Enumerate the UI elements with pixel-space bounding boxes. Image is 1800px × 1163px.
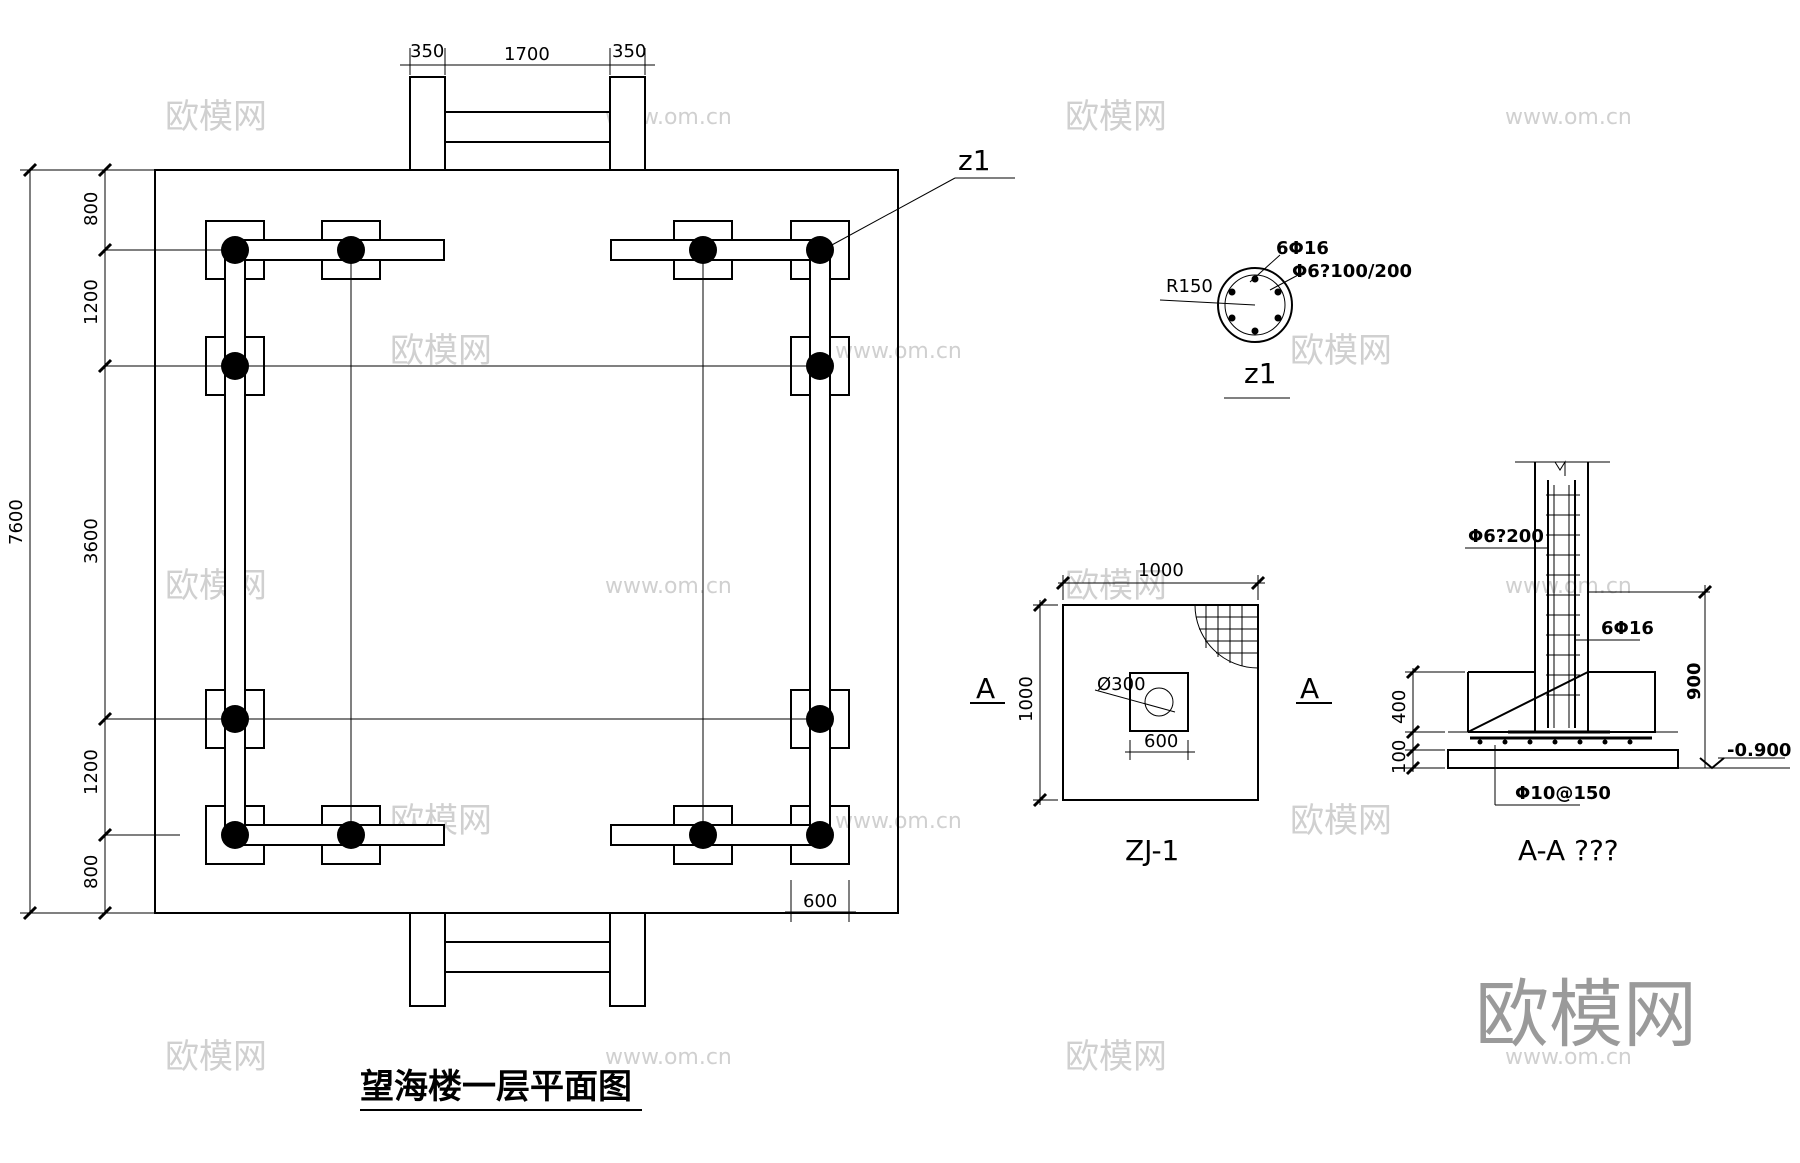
columns — [221, 236, 834, 849]
column-dot — [806, 705, 834, 733]
watermark-text: 欧模网 — [165, 566, 267, 606]
dim-left-800-top: 800 — [81, 192, 102, 226]
column-dot — [806, 236, 834, 264]
watermark-text: 欧模网 — [165, 1037, 267, 1077]
column-tag-label: z1 — [958, 144, 991, 177]
footing-hole: Ø300 — [1097, 674, 1146, 695]
column-dot — [221, 821, 249, 849]
railing-beams — [224, 239, 831, 846]
watermark-text: 欧模网 — [1290, 331, 1392, 371]
section-mark-left: A — [976, 672, 995, 705]
z1-radius: R150 — [1166, 276, 1213, 297]
column-dot — [221, 705, 249, 733]
dim-left-3600: 3600 — [81, 518, 102, 564]
footing-width: 1000 — [1138, 560, 1184, 581]
platform-outline — [154, 169, 899, 914]
left-dimensions: 7600 800 1200 3600 1200 800 — [6, 162, 155, 921]
dim-left-1200-top: 1200 — [81, 279, 102, 325]
footing-pads — [205, 220, 850, 865]
column-dot — [221, 352, 249, 380]
footing-pedestal — [1129, 672, 1189, 732]
step-post-right — [609, 76, 646, 171]
watermark-url: www.om.cn — [605, 574, 732, 599]
column-tag: z1 — [829, 144, 1015, 247]
watermark-text: 欧模网 — [1065, 1037, 1167, 1077]
dim-top-1700: 1700 — [504, 44, 550, 65]
footing-outline — [1062, 604, 1259, 801]
step-post-left — [409, 912, 446, 1007]
section-level: -0.900 — [1727, 740, 1791, 761]
dim-left-1200-bottom: 1200 — [81, 749, 102, 795]
watermark-text: 欧模网 — [1065, 566, 1167, 606]
watermark-text: 欧模网 — [1065, 97, 1167, 137]
footing-zj1: 1000 1000 600 Ø300 A A ZJ-1 — [970, 560, 1332, 867]
watermark-text: 欧模网 — [1290, 801, 1392, 841]
section-mark-right: A — [1300, 672, 1319, 705]
dim-top-350-right: 350 — [612, 41, 646, 62]
column-dot — [689, 821, 717, 849]
column-dot — [337, 236, 365, 264]
bottom-steps — [409, 912, 646, 1007]
section-title: A-A ??? — [1518, 834, 1619, 867]
watermark-logo: 欧模网 — [1475, 972, 1697, 1058]
footing-title: ZJ-1 — [1125, 834, 1179, 867]
section-base-height: 100 — [1389, 740, 1410, 774]
section-aa: Φ6?200 6Φ16 Φ10@150 900 -0.900 400 100 A… — [1389, 460, 1791, 867]
watermark-url: www.om.cn — [605, 1045, 732, 1070]
watermark-url: www.om.cn — [1505, 105, 1632, 130]
column-dot — [221, 236, 249, 264]
z1-main-bars: 6Φ16 — [1276, 238, 1329, 259]
footing-pedestal-dim: 600 — [1144, 731, 1178, 752]
top-steps: 350 1700 350 — [400, 41, 655, 171]
dim-left-800-bottom: 800 — [81, 855, 102, 889]
footing-height: 1000 — [1016, 676, 1037, 722]
dim-bottom-600: 600 — [803, 891, 837, 912]
plan-title: 望海楼一层平面图 — [360, 1067, 632, 1107]
column-section-z1: R150 6Φ16 Φ6?100/200 z1 — [1159, 238, 1412, 399]
section-bars: 6Φ16 — [1601, 618, 1654, 639]
section-depth: 900 — [1684, 662, 1705, 700]
section-bottom-bars: Φ10@150 — [1515, 783, 1611, 804]
watermark-text: 欧模网 — [165, 97, 267, 137]
watermark-text: 欧模网 — [390, 331, 492, 371]
watermark-url: www.om.cn — [1505, 1045, 1632, 1070]
column-dot — [689, 236, 717, 264]
bottom-right-dimension: 600 — [785, 880, 856, 922]
section-stirrups: Φ6?200 — [1468, 526, 1544, 547]
section-pad-height: 400 — [1389, 690, 1410, 724]
step-post-right — [609, 912, 646, 1007]
z1-stirrups: Φ6?100/200 — [1292, 261, 1412, 282]
step-post-left — [409, 76, 446, 171]
column-dot — [806, 821, 834, 849]
plan-title-group: 望海楼一层平面图 — [360, 1067, 642, 1111]
z1-title: z1 — [1244, 357, 1277, 390]
column-dot — [806, 352, 834, 380]
column-dot — [337, 821, 365, 849]
dim-left-overall: 7600 — [6, 499, 27, 545]
dim-top-350-left: 350 — [410, 41, 444, 62]
